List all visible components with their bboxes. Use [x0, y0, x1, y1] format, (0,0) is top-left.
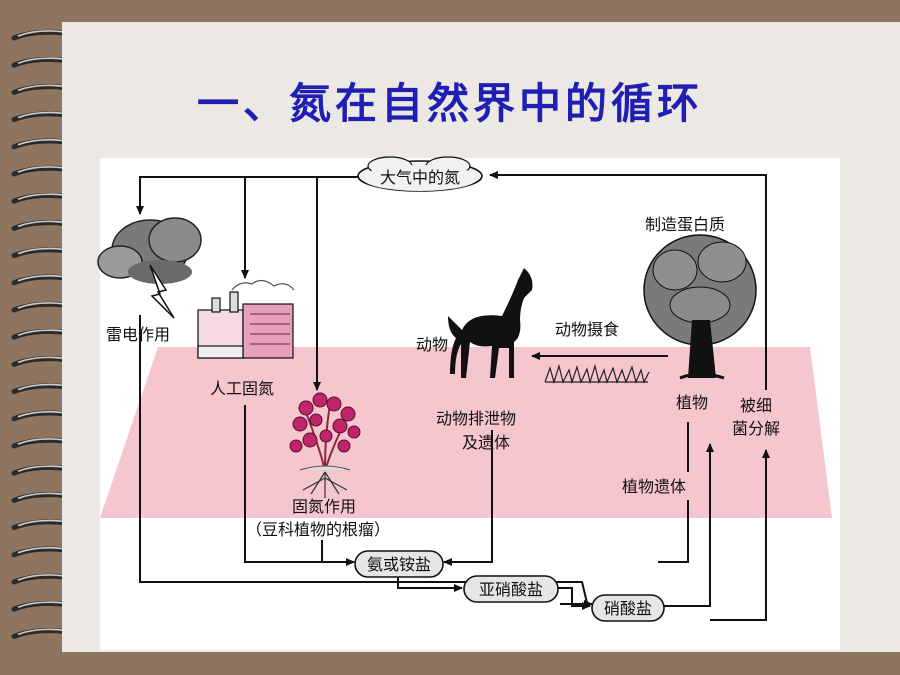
ammonia-label: 氨或铵盐	[367, 555, 431, 574]
nitrate-label: 硝酸盐	[604, 599, 652, 618]
industrial-label: 人工固氮	[210, 379, 274, 398]
nitrite-label: 亚硝酸盐	[479, 580, 543, 599]
nitrite-node: 亚硝酸盐	[463, 575, 559, 603]
tree-icon	[643, 234, 757, 380]
cycle-arrows	[136, 171, 770, 621]
bacteria-label-line2: 菌分解	[732, 419, 780, 438]
soil-band	[100, 347, 832, 518]
thunder-cloud-icon	[97, 217, 202, 319]
plant-label: 植物	[676, 393, 708, 412]
plant-remains-label: 植物遗体	[622, 477, 686, 496]
feeding-label: 动物摄食	[555, 320, 619, 339]
factory-icon	[197, 279, 295, 359]
protein-label: 制造蛋白质	[645, 215, 725, 234]
fixation-note: （豆科植物的根瘤）	[246, 520, 390, 539]
grass-icon	[544, 363, 650, 385]
ammonia-node: 氨或铵盐	[354, 550, 444, 578]
excretion-label-line1: 动物排泄物	[436, 409, 516, 428]
bacteria-label-line1: 被细	[740, 396, 772, 415]
excretion-label-line2: 及遗体	[462, 433, 510, 452]
fixation-label: 固氮作用	[292, 497, 356, 516]
slide-title: 一、氮在自然界中的循环	[196, 79, 703, 128]
legume-plant-icon	[289, 392, 361, 498]
atmosphere-label: 大气中的氮	[380, 168, 460, 187]
animal-label: 动物	[416, 335, 448, 354]
lightning-label: 雷电作用	[106, 325, 170, 344]
nitrate-node: 硝酸盐	[591, 594, 665, 622]
horse-icon	[448, 268, 533, 378]
atmosphere-cloud	[357, 156, 483, 192]
